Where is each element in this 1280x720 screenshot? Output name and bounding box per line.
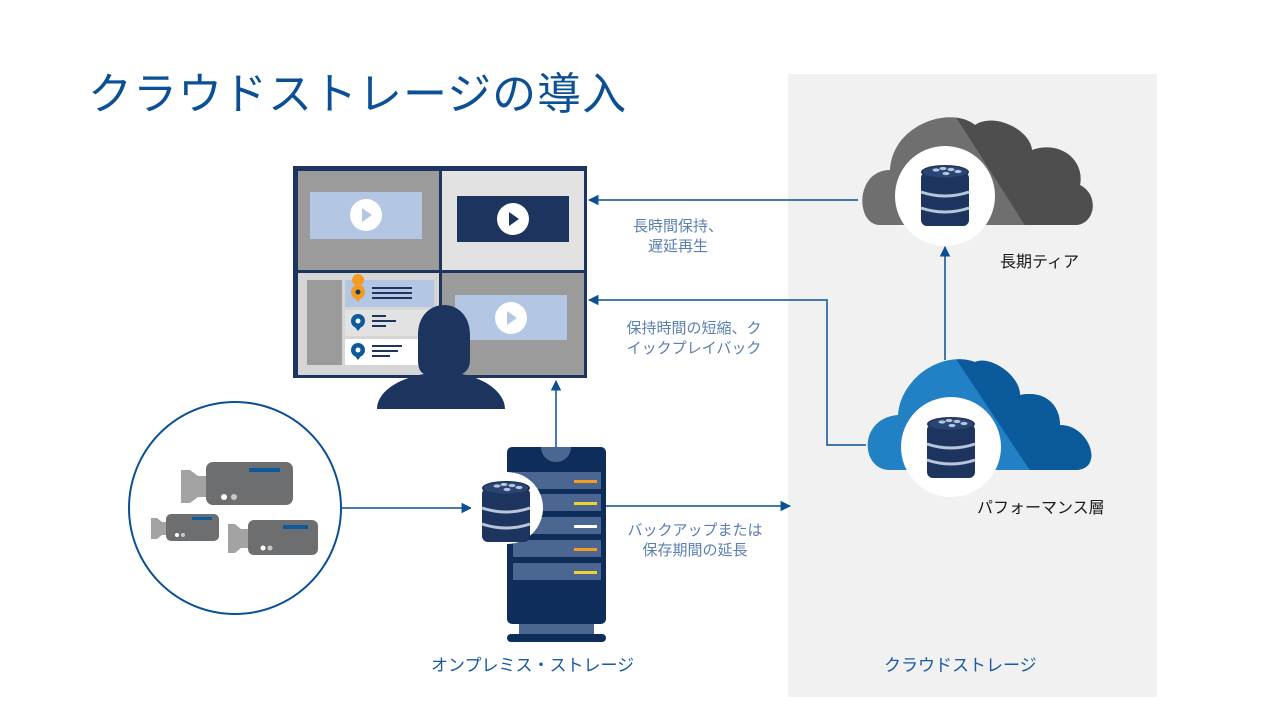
database-icon bbox=[480, 479, 532, 544]
cloud-icon-long-term bbox=[862, 117, 1093, 246]
label-line: 保持時間の短縮、ク bbox=[626, 319, 762, 337]
page-title: クラウドストレージの導入 bbox=[88, 69, 628, 120]
server-rack-icon bbox=[471, 447, 606, 642]
cloud-icon-performance bbox=[867, 359, 1092, 497]
label-on-prem-storage: オンプレミス・ストレージ bbox=[431, 656, 635, 676]
label-long-retention: 長時間保持、 遅延再生 bbox=[620, 216, 736, 256]
label-cloud-storage: クラウドストレージ bbox=[884, 656, 1037, 676]
person-silhouette-icon bbox=[377, 305, 505, 409]
label-short-retention: 保持時間の短縮、ク イックプレイバック bbox=[604, 318, 784, 358]
video-cameras-icon bbox=[128, 401, 342, 615]
label-backup: バックアップまたは 保存期間の延長 bbox=[610, 520, 780, 560]
label-performance-tier: パフォーマンス層 bbox=[977, 498, 1105, 517]
location-pin-icon bbox=[351, 314, 365, 331]
database-icon bbox=[919, 163, 971, 228]
arrow-performance-to-monitor bbox=[587, 294, 866, 446]
location-pin-icon bbox=[351, 274, 365, 302]
location-pin-icon bbox=[351, 343, 365, 360]
database-icon bbox=[925, 415, 977, 480]
label-line: 保存期間の延長 bbox=[642, 541, 748, 559]
label-long-term-tier: 長期ティア bbox=[1000, 252, 1080, 271]
label-line: 遅延再生 bbox=[647, 237, 708, 255]
label-line: バックアップまたは bbox=[627, 521, 763, 539]
label-line: 長時間保持、 bbox=[632, 217, 723, 235]
connector-arrows bbox=[341, 194, 951, 514]
label-line: イックプレイバック bbox=[626, 339, 762, 357]
